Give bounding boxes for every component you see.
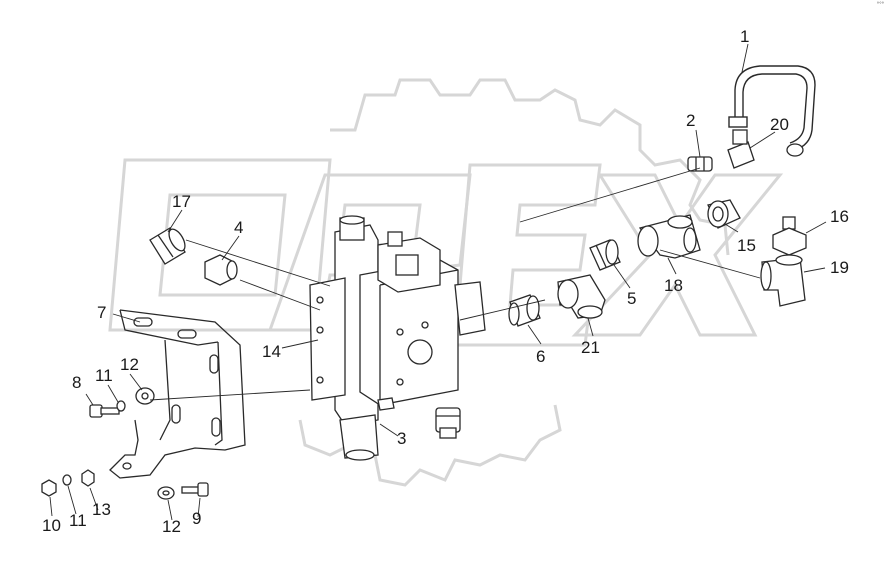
part-8-bolt [89, 404, 120, 418]
part-10-nut [41, 479, 57, 497]
label-part-15: 15 [737, 236, 756, 255]
label-part-3: 3 [397, 429, 407, 448]
part-2-nipple [687, 156, 713, 172]
part-14-valve-block [309, 215, 486, 461]
label-part-8: 8 [72, 373, 82, 392]
part-6-fitting [508, 294, 541, 327]
part-21-elbow [557, 274, 606, 319]
part-12a-washer [135, 387, 155, 405]
label-part-11-lower: 11 [69, 511, 87, 530]
label-part-12-upper: 12 [120, 355, 139, 374]
corner-mark: °°° [876, 2, 884, 8]
part-15-fitting [707, 199, 741, 229]
part-5-fitting [589, 239, 621, 271]
part-3-fitting [435, 407, 461, 439]
gear-outline-bottom [298, 404, 562, 487]
label-part-17: 17 [172, 192, 191, 211]
label-part-4: 4 [234, 218, 244, 237]
part-19-tee [760, 254, 806, 307]
label-part-13: 13 [92, 500, 111, 519]
part-12b-washer [157, 486, 175, 500]
label-part-2: 2 [686, 111, 696, 130]
label-part-14: 14 [262, 342, 281, 361]
part-16-nut [772, 216, 807, 256]
part-4-fitting [204, 254, 238, 286]
label-part-12-lower: 12 [162, 517, 181, 536]
label-part-18: 18 [664, 276, 683, 295]
label-part-10: 10 [42, 516, 61, 535]
label-part-9: 9 [192, 509, 202, 528]
label-part-6: 6 [536, 347, 546, 366]
letter-e [453, 163, 602, 347]
label-part-7: 7 [97, 303, 107, 322]
part-1-pipe [728, 65, 816, 151]
part-9-bolt [181, 482, 209, 497]
label-part-20: 20 [770, 115, 789, 134]
part-7-bracket [109, 309, 246, 479]
part-20-elbow [727, 129, 804, 169]
part-18-tee [637, 214, 701, 259]
leader-lines [49, 43, 827, 521]
part-11a-lock-washer [116, 400, 126, 412]
label-part-16: 16 [830, 207, 849, 226]
label-part-21: 21 [581, 338, 600, 357]
letter-o [108, 158, 332, 332]
part-17-fitting [149, 227, 186, 265]
label-part-11-upper: 11 [95, 366, 113, 385]
gear-outline [330, 78, 730, 256]
label-part-19: 19 [830, 258, 849, 277]
label-part-1: 1 [740, 27, 750, 46]
label-part-5: 5 [627, 289, 637, 308]
part-13-washer [81, 469, 95, 487]
part-11b-lock-washer [62, 474, 72, 486]
